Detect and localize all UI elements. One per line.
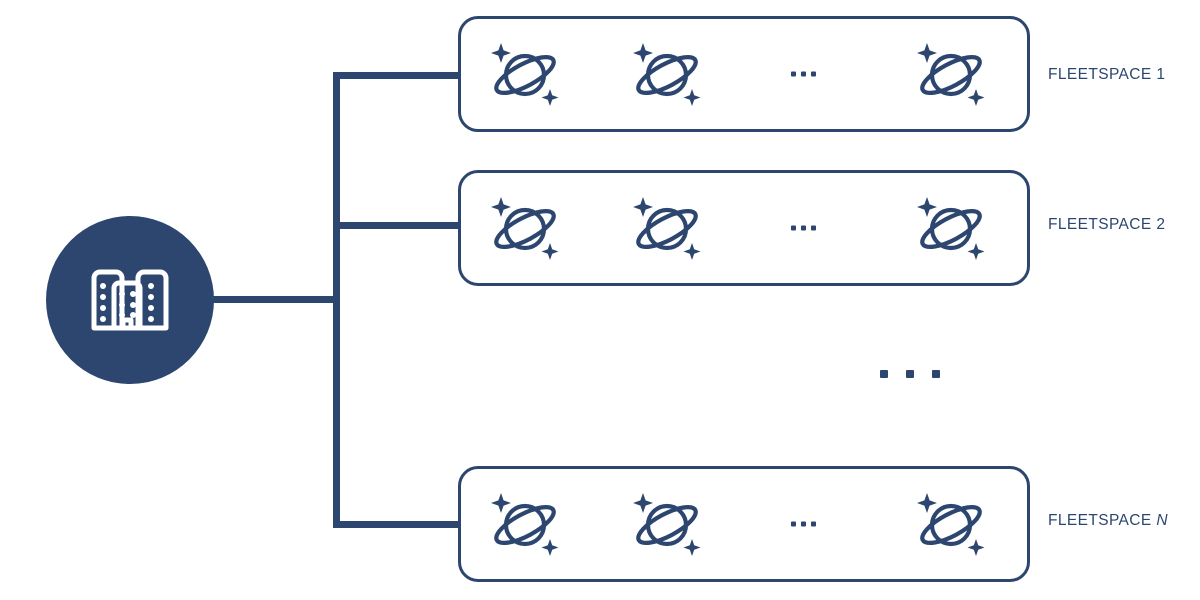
ellipsis-dot bbox=[791, 521, 796, 527]
ellipsis-dot bbox=[811, 225, 816, 231]
fleetspace-label: FLEETSPACE 2 bbox=[1048, 216, 1165, 234]
planet-icon[interactable] bbox=[627, 34, 707, 114]
ellipsis-dot bbox=[880, 370, 888, 378]
fleetspace-label-prefix: FLEETSPACE bbox=[1048, 216, 1152, 233]
ellipsis-dot bbox=[791, 71, 796, 77]
planet-icon[interactable] bbox=[911, 34, 991, 114]
planet-icon[interactable] bbox=[627, 188, 707, 268]
fleetspace-label: FLEETSPACE N bbox=[1048, 512, 1168, 530]
planet-icon[interactable] bbox=[485, 34, 565, 114]
fleetspace-label-prefix: FLEETSPACE bbox=[1048, 66, 1152, 83]
fleetspace-row[interactable] bbox=[458, 16, 1030, 132]
ellipsis-dot bbox=[906, 370, 914, 378]
planet-icon[interactable] bbox=[627, 484, 707, 564]
office-buildings-icon bbox=[82, 252, 178, 348]
row-ellipsis bbox=[791, 521, 816, 527]
connector-branch-3 bbox=[333, 521, 463, 528]
fleetspace-row[interactable] bbox=[458, 170, 1030, 286]
connector-stem bbox=[208, 296, 340, 303]
connector-branch-1 bbox=[333, 72, 463, 79]
planet-icon[interactable] bbox=[485, 484, 565, 564]
planet-icon[interactable] bbox=[911, 484, 991, 564]
ellipsis-dot bbox=[932, 370, 940, 378]
connector-trunk bbox=[333, 72, 340, 528]
organization-node[interactable] bbox=[46, 216, 214, 384]
stack-ellipsis bbox=[880, 370, 940, 378]
row-ellipsis bbox=[791, 225, 816, 231]
ellipsis-dot bbox=[801, 521, 806, 527]
fleetspace-label: FLEETSPACE 1 bbox=[1048, 66, 1165, 84]
row-ellipsis bbox=[791, 71, 816, 77]
ellipsis-dot bbox=[811, 71, 816, 77]
fleetspace-label-suffix: 1 bbox=[1156, 66, 1166, 83]
fleetspace-label-prefix: FLEETSPACE bbox=[1048, 512, 1152, 529]
ellipsis-dot bbox=[801, 71, 806, 77]
fleetspace-row[interactable] bbox=[458, 466, 1030, 582]
ellipsis-dot bbox=[801, 225, 806, 231]
fleetspace-label-suffix: N bbox=[1156, 512, 1168, 529]
planet-icon[interactable] bbox=[911, 188, 991, 268]
ellipsis-dot bbox=[791, 225, 796, 231]
connector-branch-2 bbox=[333, 222, 463, 229]
ellipsis-dot bbox=[811, 521, 816, 527]
planet-icon[interactable] bbox=[485, 188, 565, 268]
fleetspace-label-suffix: 2 bbox=[1156, 216, 1166, 233]
